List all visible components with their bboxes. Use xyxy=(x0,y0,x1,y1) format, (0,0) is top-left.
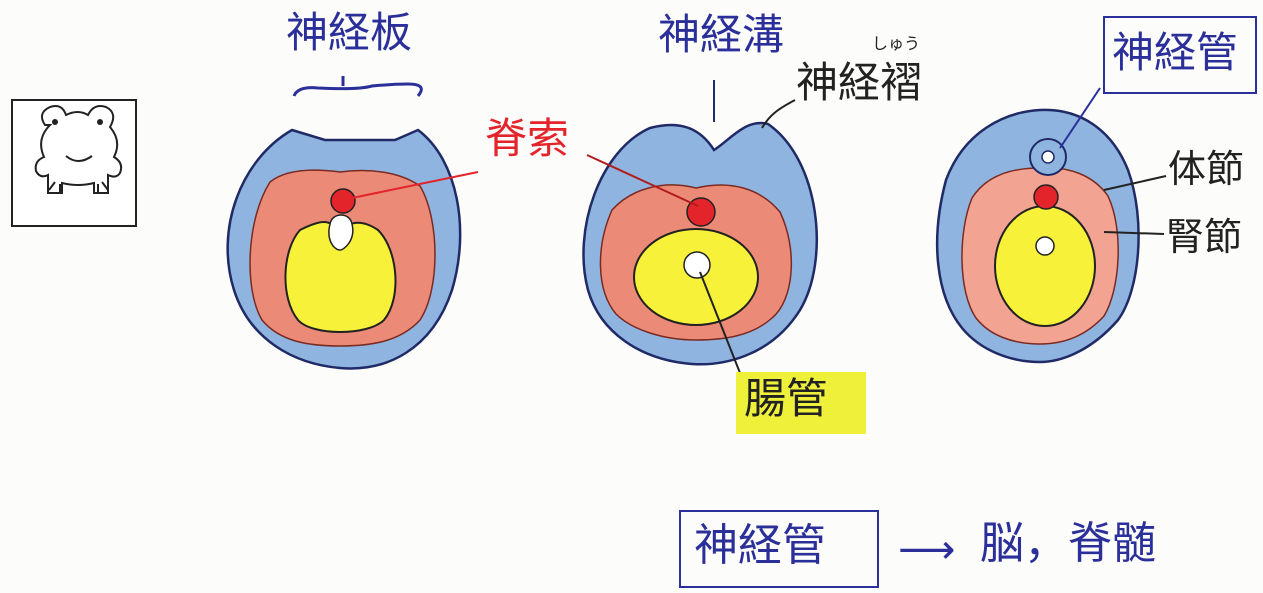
label-archenteron: 腸管 xyxy=(744,374,829,423)
summary-term-box xyxy=(679,510,879,588)
neural-canal xyxy=(1041,150,1055,164)
archenteron-2 xyxy=(683,251,711,279)
neural-fold-leader xyxy=(761,99,796,129)
archenteron-leader xyxy=(699,271,743,379)
notochord-3 xyxy=(1033,184,1059,210)
archenteron-1 xyxy=(328,214,354,251)
neural-plate-brace xyxy=(292,82,423,97)
label-neural-plate: 神経板 xyxy=(286,8,413,57)
endoderm-3 xyxy=(994,205,1096,327)
archenteron-3 xyxy=(1035,236,1055,256)
label-neural-groove: 神経溝 xyxy=(658,10,785,59)
section-neural-groove xyxy=(582,121,818,366)
summary-result: 脳，脊髄 xyxy=(980,518,1156,569)
nephrotome-leader xyxy=(1103,231,1165,235)
leader-lines xyxy=(351,80,1167,379)
label-neural-fold: 神経褶 xyxy=(796,58,923,107)
label-notochord: 脊索 xyxy=(485,114,570,163)
summary-arrow: ⟶ xyxy=(898,527,956,573)
label-nephrotome: 腎節 xyxy=(1166,215,1243,259)
neural-tube-label-box xyxy=(1103,16,1257,94)
somite-leader xyxy=(1103,175,1167,191)
section-neural-tube xyxy=(935,108,1140,364)
label-neural-fold-ruby: しゅう xyxy=(872,34,921,53)
neural-tube-leader xyxy=(1059,87,1101,149)
notochord-leader-1 xyxy=(351,171,479,199)
notochord-leader-2 xyxy=(586,154,699,207)
frog-doodle xyxy=(11,99,137,227)
summary-term: 神経管 xyxy=(694,520,826,571)
label-somite: 体節 xyxy=(1168,147,1245,191)
archenteron-highlight xyxy=(736,372,866,434)
section-neural-plate xyxy=(226,76,462,370)
label-neural-tube: 神経管 xyxy=(1112,28,1239,77)
notochord-1 xyxy=(330,188,356,214)
